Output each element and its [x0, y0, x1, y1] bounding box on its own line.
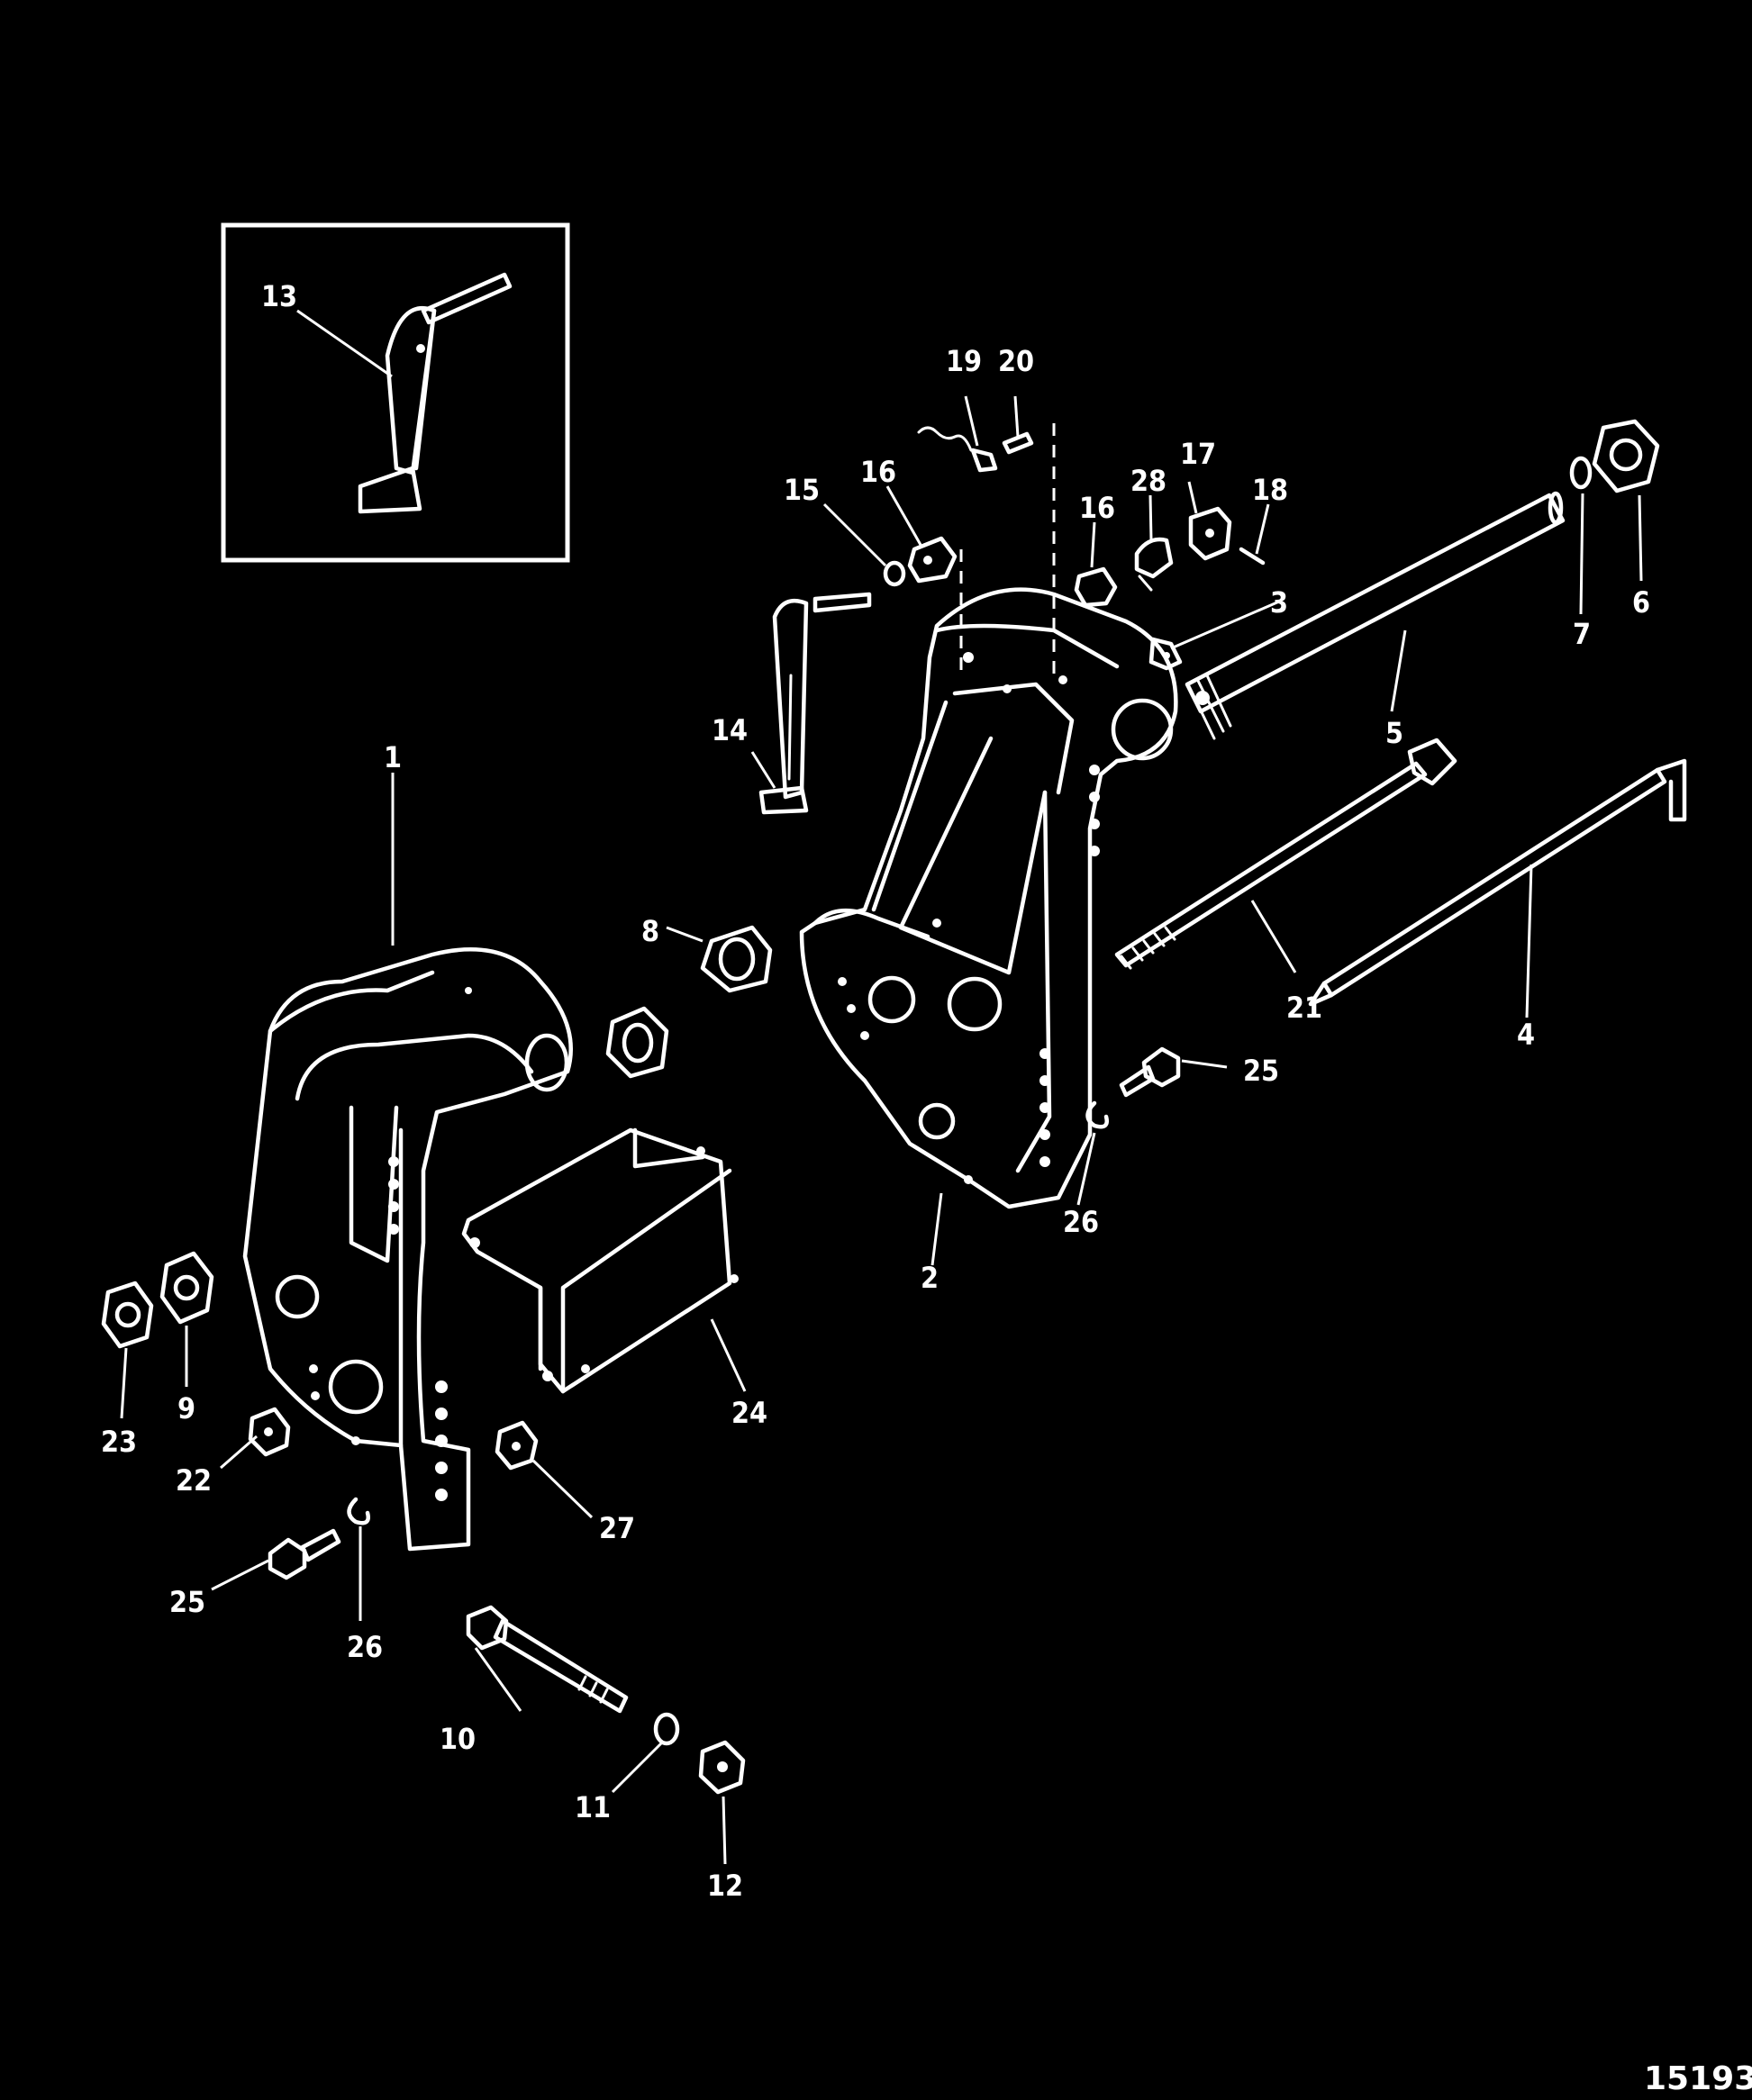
- inset-frame: [221, 222, 570, 563]
- callout-26b: 26: [1063, 1205, 1099, 1239]
- plate-part-24: [461, 1127, 739, 1394]
- callout-17: 17: [1180, 437, 1216, 471]
- callout-10: 10: [440, 1722, 476, 1756]
- callout-20: 20: [998, 344, 1034, 378]
- callout-labels: 1 2 3 4 5 6 7 8 9 10 11 12 14 15 16 16 1…: [101, 344, 1650, 1903]
- callout-5: 5: [1385, 716, 1403, 750]
- callout-19: 19: [946, 344, 982, 378]
- callout-26a: 26: [347, 1630, 383, 1664]
- callout-25b: 25: [1243, 1054, 1279, 1088]
- clamp-bracket-part-1: [242, 947, 573, 1552]
- callout-4: 4: [1517, 1018, 1535, 1052]
- callout-27: 27: [599, 1511, 635, 1545]
- callout-2: 2: [921, 1261, 939, 1295]
- tilt-pin-part-4: [1308, 758, 1687, 1007]
- callout-9: 9: [177, 1391, 195, 1426]
- callout-3: 3: [1270, 585, 1288, 620]
- callout-13: 13: [261, 279, 297, 313]
- callout-7: 7: [1573, 617, 1591, 651]
- callout-18: 18: [1252, 473, 1288, 507]
- callout-1: 1: [384, 740, 402, 774]
- tilt-tube-part-5: [1185, 491, 1566, 740]
- callout-16a: 16: [860, 455, 896, 489]
- long-bolt-part-21: [1114, 738, 1457, 970]
- callout-14: 14: [712, 713, 748, 747]
- callout-21: 21: [1286, 991, 1322, 1025]
- lever-part-14: [758, 592, 872, 815]
- callout-12: 12: [707, 1869, 743, 1903]
- hardware: [101, 419, 1660, 1795]
- callout-23: 23: [101, 1425, 137, 1459]
- tilt-lever-part-13: [358, 272, 513, 514]
- callout-22: 22: [176, 1463, 212, 1498]
- figure-number: 15193: [1644, 2060, 1752, 2097]
- callout-15: 15: [784, 473, 820, 507]
- callout-8: 8: [641, 914, 659, 948]
- callout-16b: 16: [1079, 491, 1115, 525]
- callout-11: 11: [575, 1790, 611, 1824]
- leader-lines: [120, 395, 1643, 1865]
- callout-24: 24: [731, 1396, 767, 1430]
- inset-detail: 13: [221, 222, 570, 563]
- callout-28: 28: [1130, 464, 1166, 498]
- callout-25a: 25: [169, 1585, 205, 1619]
- callout-6: 6: [1632, 585, 1650, 620]
- clamp-bracket-part-2: [799, 423, 1178, 1209]
